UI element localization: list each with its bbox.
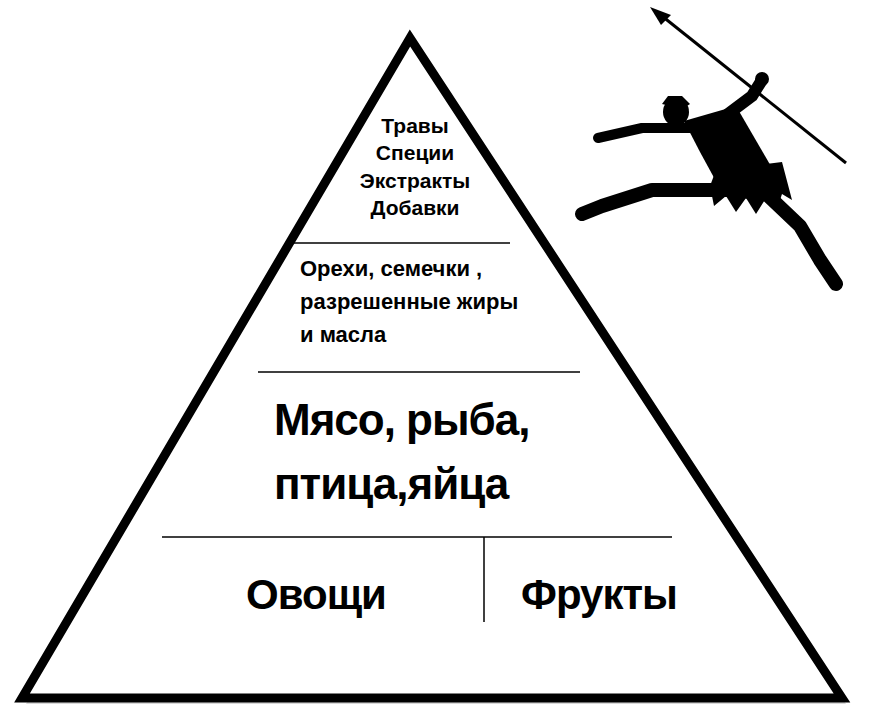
arm bbox=[728, 80, 762, 114]
hand bbox=[755, 72, 769, 86]
tier-divider bbox=[483, 537, 485, 622]
tier-label: Овощи bbox=[218, 570, 414, 620]
tier-label: Фрукты bbox=[501, 570, 697, 620]
tier-label: Добавки bbox=[332, 194, 498, 221]
arm bbox=[598, 128, 696, 138]
pyramid-tier: Орехи, семечки , разрешенные жиры и масл… bbox=[298, 252, 538, 351]
tier-label: Экстракты bbox=[332, 167, 498, 194]
tier-label: Специи bbox=[332, 139, 498, 166]
tier-label: Орехи, семечки , разрешенные жиры и масл… bbox=[300, 252, 536, 351]
hair bbox=[662, 96, 690, 108]
tier-label: Травы bbox=[332, 112, 498, 139]
caveman-silhouette bbox=[582, 7, 846, 284]
pyramid-tier: Мясо, рыба, птица,яйца bbox=[272, 388, 612, 516]
pyramid-outline bbox=[22, 38, 842, 698]
pyramid-tier: ТравыСпецииЭкстрактыДобавки bbox=[330, 112, 500, 221]
pyramid-tier: Овощи bbox=[216, 570, 416, 620]
spear-tip bbox=[650, 7, 671, 25]
tier-divider bbox=[258, 371, 580, 373]
tier-label: Мясо, рыба, птица,яйца bbox=[274, 388, 610, 516]
tier-divider bbox=[162, 536, 672, 538]
tier-divider bbox=[285, 242, 510, 244]
pyramid-tier: Фрукты bbox=[499, 570, 699, 620]
loincloth bbox=[710, 162, 792, 214]
